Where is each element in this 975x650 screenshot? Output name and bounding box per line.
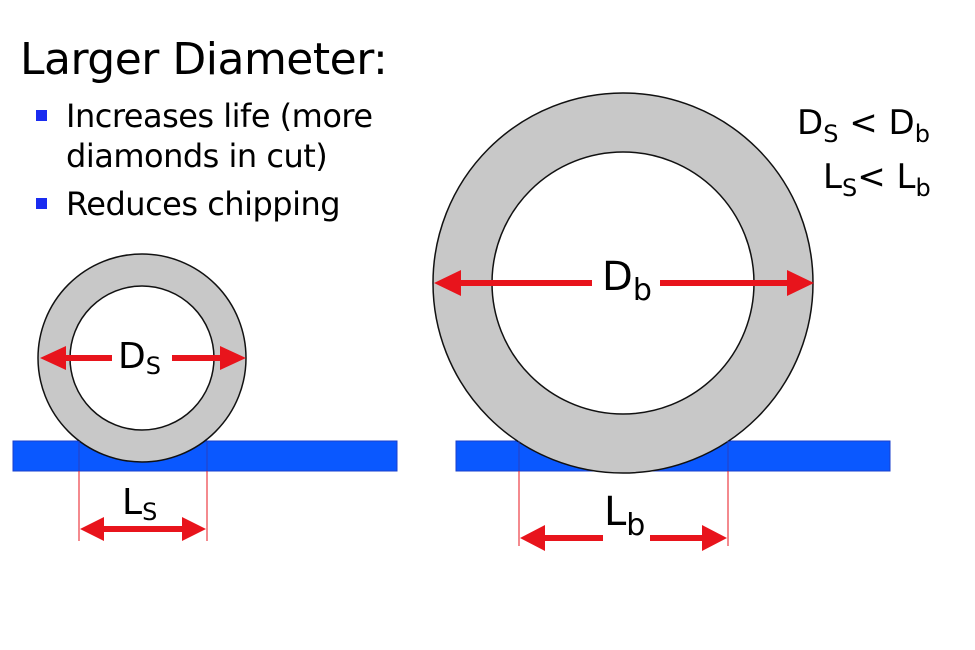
small-diameter-label: DS (118, 336, 161, 380)
big-diameter-arrow (434, 270, 814, 296)
small-workpiece-bar (12, 440, 398, 472)
bullet-item: Increases life (more diamonds in cut) (36, 96, 426, 176)
big-contact-arrow (520, 525, 727, 551)
bullet-text: Increases life (more diamonds in cut) (66, 97, 373, 175)
bullet-square-icon (36, 110, 47, 121)
rel-subscript: b (914, 120, 930, 148)
length-relation: LS< Lb (823, 160, 931, 200)
big-contact-label: Lb (604, 489, 645, 543)
small-diameter-arrow (40, 346, 246, 370)
slide-title: Larger Diameter: (20, 34, 388, 85)
rel-subscript: S (841, 174, 858, 202)
bullet-item: Reduces chipping (36, 184, 426, 224)
small-contact-label: LS (122, 482, 157, 526)
rel-subscript: b (915, 174, 931, 202)
rel-symbol: L (823, 157, 842, 197)
small-contact-arrow (80, 517, 206, 541)
bullet-list: Increases life (more diamonds in cut) Re… (36, 96, 426, 232)
big-diameter-label: Db (602, 254, 652, 308)
rel-operator: < (857, 157, 886, 197)
rel-symbol: L (896, 157, 916, 197)
diameter-relation: DS < Db (797, 106, 930, 146)
rel-symbol: D (797, 103, 824, 143)
bullet-square-icon (36, 198, 47, 209)
rel-subscript: S (823, 120, 839, 148)
rel-operator: < (849, 103, 878, 143)
bullet-text: Reduces chipping (66, 185, 341, 223)
rel-symbol: D (888, 103, 915, 143)
